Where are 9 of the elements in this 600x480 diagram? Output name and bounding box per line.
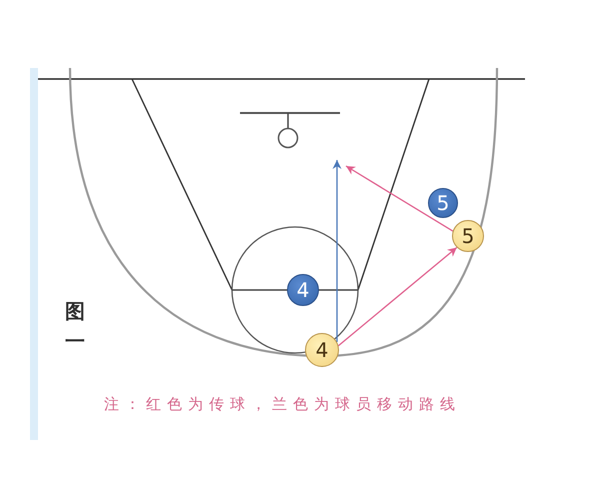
- arrow: [346, 165, 454, 232]
- figure-label: 图一: [64, 298, 86, 355]
- player-marker: 4: [287, 274, 319, 306]
- player-marker: 4: [305, 333, 339, 367]
- note-text: 注：红色为传球，兰色为球员移动路线: [104, 395, 461, 414]
- arrow: [338, 247, 458, 346]
- player-marker: 5: [452, 220, 484, 252]
- player-marker: 5: [428, 188, 458, 218]
- arrow: [332, 160, 342, 342]
